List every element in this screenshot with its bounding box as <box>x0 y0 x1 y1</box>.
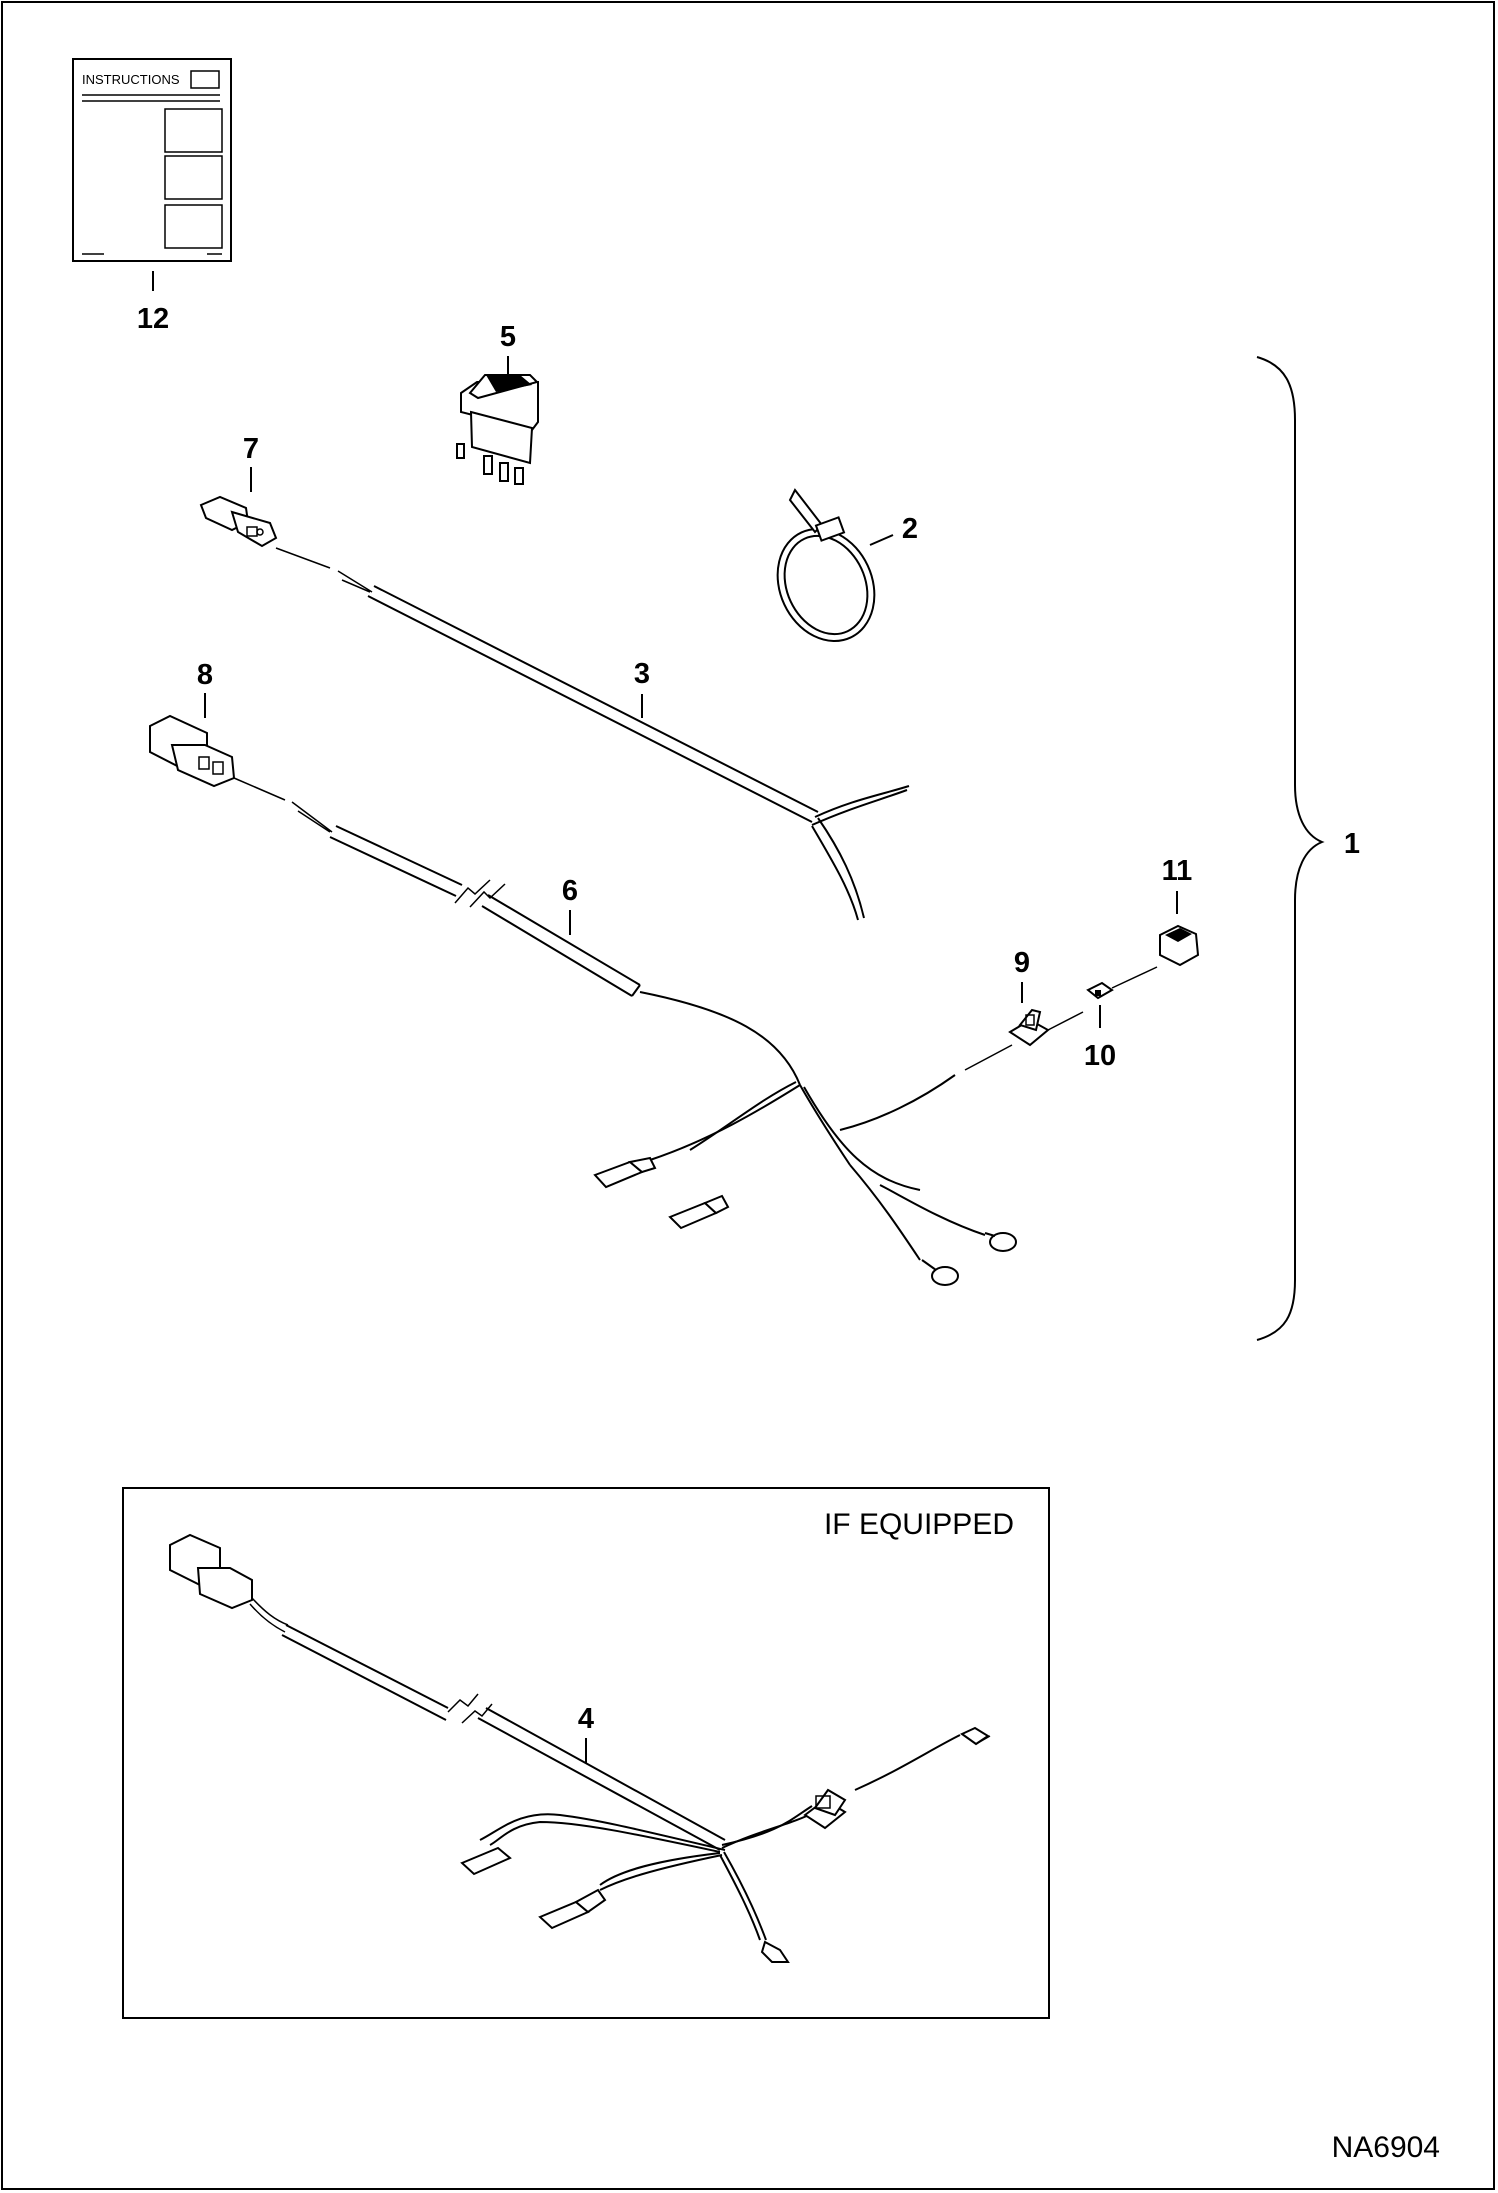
connector-4 <box>169 1533 253 1610</box>
harness-4 <box>249 1597 961 1941</box>
spade-terminal <box>593 1156 657 1189</box>
spade-terminal <box>538 1888 607 1930</box>
ring-terminal <box>960 1726 991 1746</box>
ring-terminal <box>984 1232 1017 1252</box>
callout-9: 9 <box>1014 947 1030 979</box>
callout-11: 11 <box>1162 855 1193 887</box>
fuse-holder-4 <box>803 1788 847 1830</box>
wire-3 <box>367 585 910 921</box>
harness-6 <box>329 825 1013 1261</box>
kit-bracket <box>1256 356 1325 1341</box>
instructions-sheet: INSTRUCTIONS <box>72 58 232 262</box>
rocker-switch <box>456 374 539 485</box>
if-equipped-box <box>122 1487 1050 2019</box>
ring-terminal <box>921 1259 959 1286</box>
cable-tie <box>776 488 876 643</box>
fuse-10 <box>1086 981 1114 1000</box>
callout-8: 8 <box>197 659 213 691</box>
callout-5: 5 <box>500 321 516 353</box>
callout-4: 4 <box>578 1703 594 1735</box>
callout-2: 2 <box>902 513 918 545</box>
callout-7: 7 <box>243 433 259 465</box>
connector-8 <box>149 714 236 788</box>
figure-code: NA6904 <box>1332 2131 1440 2164</box>
spade-terminal <box>460 1846 512 1876</box>
spade-terminal <box>668 1194 730 1230</box>
callout-6: 6 <box>562 875 578 907</box>
fuse-holder-9 <box>1008 1008 1050 1047</box>
instructions-label: INSTRUCTIONS <box>82 72 180 87</box>
ring-terminal <box>760 1940 790 1963</box>
connector-7 <box>199 495 278 548</box>
if-equipped-label: IF EQUIPPED <box>824 1508 1014 1541</box>
callout-3: 3 <box>634 658 650 690</box>
callout-1: 1 <box>1344 828 1360 860</box>
callout-12: 12 <box>137 303 169 335</box>
callout-10: 10 <box>1084 1040 1116 1072</box>
connector-11 <box>1159 924 1200 967</box>
